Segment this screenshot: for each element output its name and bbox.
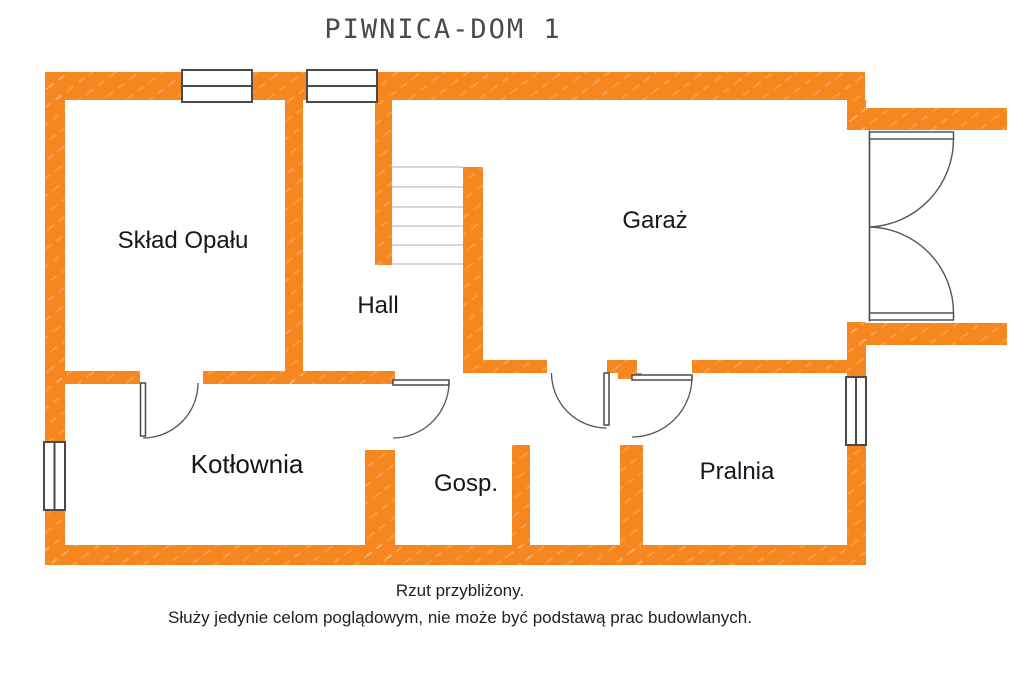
door-symbol-pralnia: [631, 374, 693, 438]
room-label-garaz: Garaż: [622, 207, 687, 234]
room-label-hall: Hall: [357, 292, 398, 319]
room-label-kotlownia: Kotłownia: [191, 449, 304, 479]
window-symbol-left-wall: [43, 441, 66, 511]
room-label-gosp: Gosp.: [434, 470, 498, 497]
footer-line-2: Służy jedynie celom poglądowym, nie może…: [168, 608, 752, 627]
staircase: [392, 166, 463, 265]
doors-group: [139, 372, 693, 439]
window-symbol-right-wall: [845, 376, 867, 446]
wall-hatch-overlay: [45, 72, 1007, 565]
windows-group: [43, 69, 867, 511]
door-symbol-hall-corridor: [550, 372, 610, 429]
door-symbol-kotlownia-entry: [392, 379, 450, 439]
garage-door-symbol: [868, 130, 955, 322]
room-label-pralnia: Pralnia: [700, 458, 775, 485]
plan-title: PIWNICA-DOM 1: [324, 14, 561, 45]
window-symbol-top-left: [181, 69, 253, 103]
garage-door-arc-top: [869, 138, 955, 228]
window-symbol-top-right: [306, 69, 378, 103]
door-symbol-sklad-kotlownia: [139, 382, 199, 439]
footer-line-1: Rzut przybliżony.: [396, 581, 524, 600]
room-label-sklad-opalu: Skład Opału: [118, 227, 249, 254]
garage-door-arc-bottom: [869, 226, 955, 314]
